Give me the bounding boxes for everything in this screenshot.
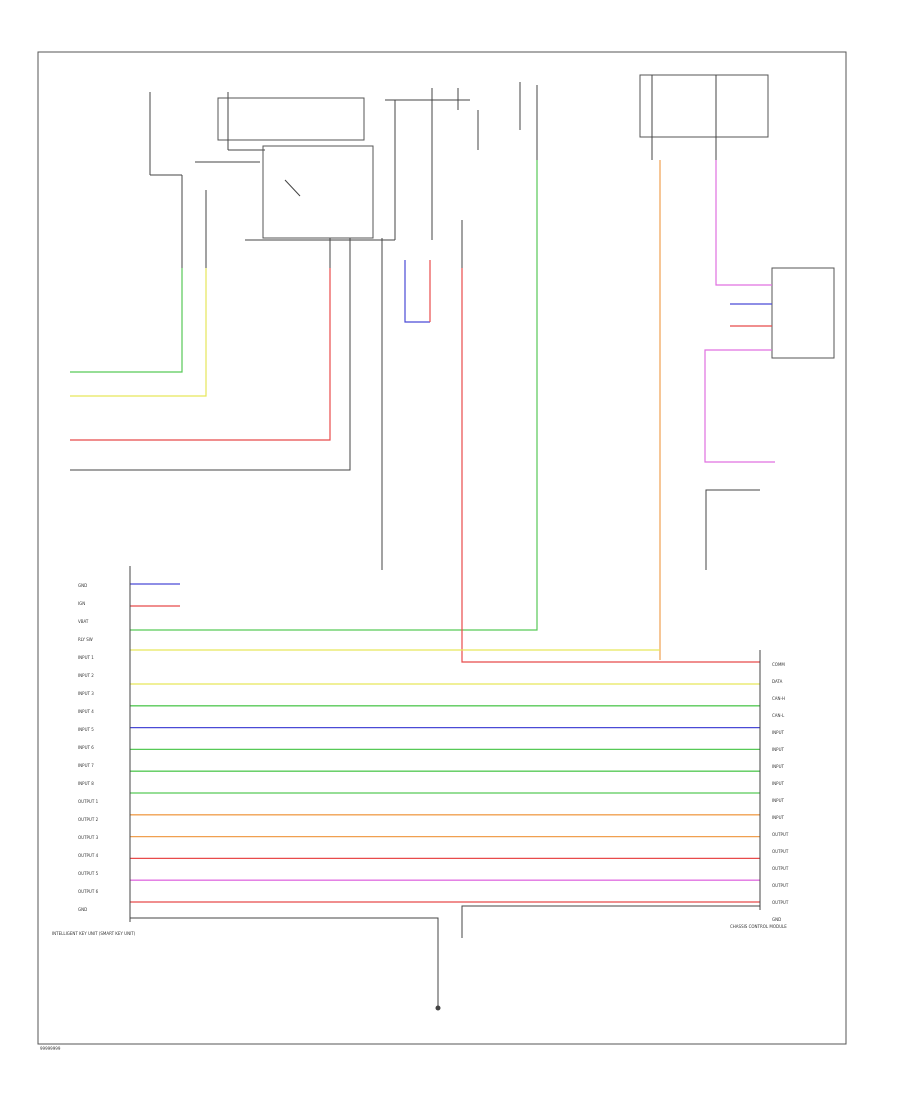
pin-label: OUTPUT 4 [78,853,99,858]
pin-label: CAN-L [772,713,785,718]
wire-magenta-right [715,160,772,286]
pin-label: INPUT 7 [78,763,94,768]
pin-label: INPUT [772,798,785,803]
wire-red-relay [70,268,331,441]
pin-label: OUTPUT [772,883,789,888]
pin-label: INPUT [772,764,785,769]
pin-label: INPUT [772,781,785,786]
pin-label: INPUT 2 [78,673,94,678]
pin-label: COMM [772,662,785,667]
pin-label: DATA [772,679,783,684]
pin-label: CAN-H [772,696,785,701]
wire-green-left [70,268,183,373]
wire-black-ground [70,268,351,471]
pin-label: VBAT [78,619,89,624]
pin-label: OUTPUT 1 [78,799,99,804]
bus-wires [130,683,760,903]
diagram-frame [37,51,847,1045]
wire-magenta-loop [704,349,775,463]
pin-label: GND [78,907,87,912]
ground-point [435,1005,441,1011]
pin-label: INPUT 3 [78,691,94,696]
pin-label: INPUT 1 [78,655,94,660]
pin-label: OUTPUT [772,832,789,837]
pin-label: RLY SW [78,637,93,642]
chassis-pins-left: GND IGN VBAT RLY SW INPUT 1 INPUT 2 INPUT 3 INP… [78,583,99,912]
pin-label: INPUT 8 [78,781,94,786]
pin-label: OUTPUT [772,849,789,854]
pin-label: INPUT 5 [78,727,94,732]
smart-key-label: INTELLIGENT KEY UNIT (SMART KEY UNIT) [52,931,136,936]
wire-green-top [130,160,538,631]
pin-label: GND [772,917,781,922]
pin-label: IGN [78,601,85,606]
pin-label: INPUT 6 [78,745,94,750]
wire-red-main [461,268,760,663]
pin-label: OUTPUT [772,866,789,871]
top-right-fuse-box [519,74,835,359]
top-center-relays [245,88,479,268]
wire-blue-loop [404,260,430,323]
labels: CHASSIS CONTROL MODULE INTELLIGENT KEY U… [40,924,787,1051]
wire-yellow-left [70,268,207,397]
pin-label: OUTPUT 5 [78,871,99,876]
chassis-pins-right: COMM DATA CAN-H CAN-L INPUT INPUT INPUT INPUT IN… [772,662,789,922]
pin-label: OUTPUT 2 [78,817,99,822]
top-left-fuse-feeds [149,92,374,268]
pin-label: INPUT 4 [78,709,94,714]
pin-label: GND [78,583,87,588]
pin-label: INPUT [772,747,785,752]
pin-label: INPUT [772,730,785,735]
diagram-id: 99999999 [40,1046,61,1051]
pin-label: OUTPUT 3 [78,835,99,840]
pin-label: OUTPUT 6 [78,889,99,894]
chassis-module-label: CHASSIS CONTROL MODULE [730,924,787,929]
wire-runs [70,160,775,663]
pin-label: OUTPUT [772,900,789,905]
pin-label: INPUT [772,815,785,820]
bottom-ground [129,566,761,1011]
